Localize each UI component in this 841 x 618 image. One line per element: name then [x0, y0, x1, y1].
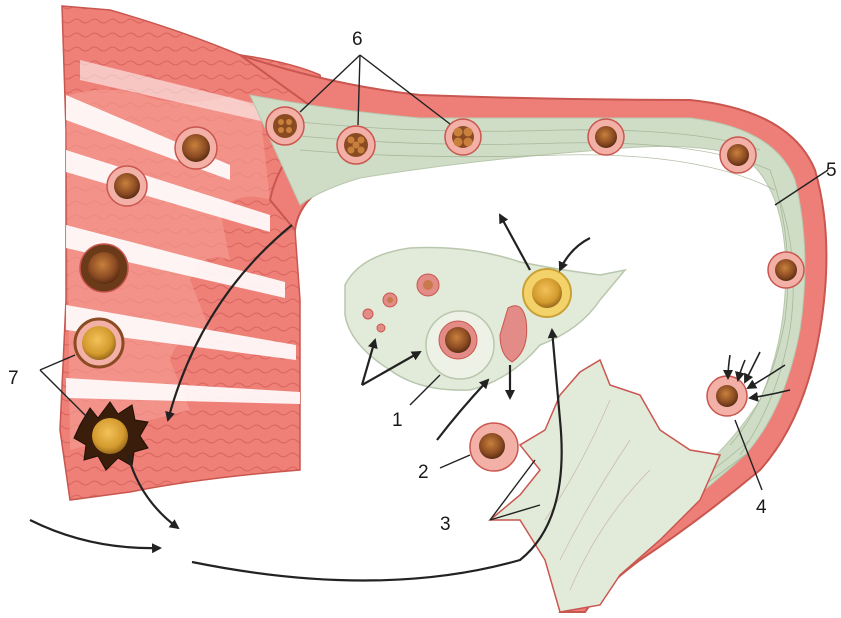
embryo-morula-1 [266, 107, 304, 145]
graafian-follicle [426, 311, 494, 379]
label-2: 2 [418, 462, 429, 483]
label-3: 3 [440, 514, 451, 535]
embryo-blastocyst-1 [107, 166, 147, 206]
label-5: 5 [826, 160, 837, 181]
embryo-cleavage-4-cell [445, 119, 481, 155]
embryo-tube-1 [768, 252, 804, 288]
arrow-bottom-left [30, 520, 160, 548]
embryo-cleavage-8-cell [337, 126, 375, 164]
embryo-blastocyst-2 [80, 244, 128, 292]
label-7: 7 [8, 368, 19, 389]
embryo-morula-2 [175, 127, 217, 169]
embryo-tube-3 [588, 119, 624, 155]
label-1: 1 [392, 410, 403, 431]
fimbriae [490, 360, 720, 612]
released-egg [470, 423, 518, 471]
label-6: 6 [352, 29, 363, 50]
arrow-egg-curved [560, 238, 590, 270]
embryo-zygote [707, 376, 747, 416]
embryo-tube-2 [720, 137, 756, 173]
embryo-blastocyst-3 [75, 319, 123, 367]
label-4: 4 [756, 497, 767, 518]
ovulated-egg [523, 269, 571, 317]
